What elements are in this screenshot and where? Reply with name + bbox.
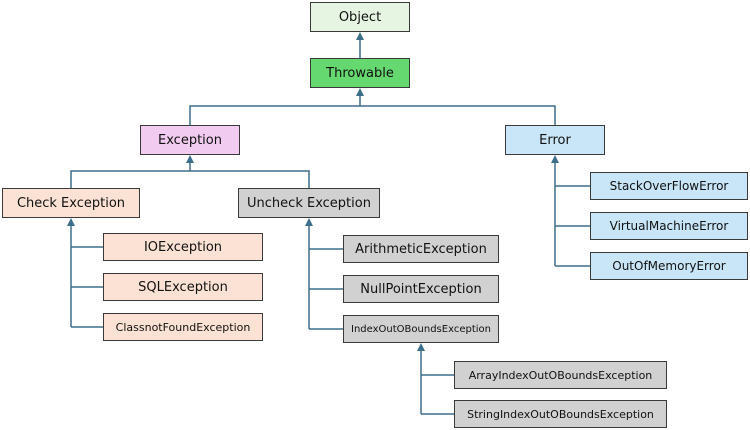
- arithmetic-exception-node: ArithmeticException: [343, 235, 499, 263]
- uncheck-exception-node: Uncheck Exception: [238, 188, 380, 218]
- exception-node: Exception: [140, 125, 240, 155]
- sql-exception-node: SQLException: [103, 273, 263, 301]
- null-point-exception-node: NullPointException: [343, 275, 499, 303]
- stack-overflow-error-node: StackOverFlowError: [590, 172, 748, 200]
- link-exception-error-bus: [189, 105, 556, 125]
- array-index-out-of-bounds-exception-node: ArrayIndexOutOBoundsException: [454, 361, 667, 389]
- error-node: Error: [505, 125, 605, 155]
- string-index-out-of-bounds-exception-node: StringIndexOutOBoundsException: [454, 400, 667, 428]
- io-exception-node: IOException: [103, 233, 263, 261]
- throwable-node: Throwable: [310, 58, 410, 88]
- index-out-of-bounds-exception-node: IndexOutOBoundsException: [343, 315, 499, 343]
- out-of-memory-error-node: OutOfMemoryError: [590, 252, 748, 280]
- virtual-machine-error-node: VirtualMachineError: [590, 212, 748, 240]
- class-not-found-exception-node: ClassnotFoundException: [103, 313, 263, 341]
- object-node: Object: [310, 2, 410, 32]
- check-exception-node: Check Exception: [2, 188, 140, 218]
- link-check-uncheck-bus: [70, 170, 310, 188]
